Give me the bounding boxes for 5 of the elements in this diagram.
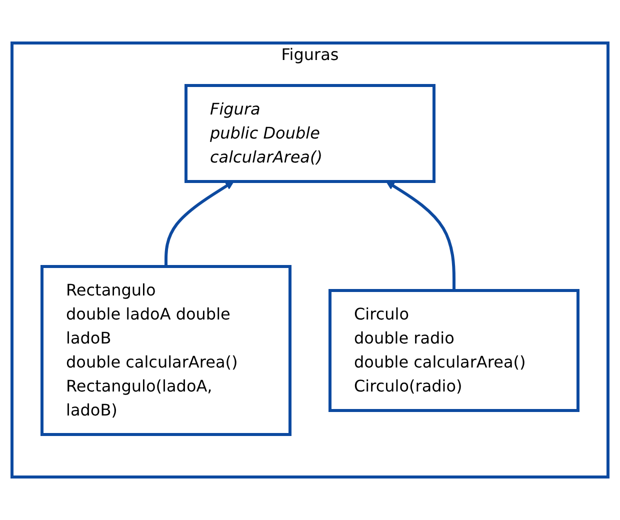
node-box: Figura public Double calcularArea() — [184, 84, 436, 183]
node-box: Rectangulo double ladoA double ladoB double calcularArea() Rectangulo(ladoA, ladoB) — [40, 265, 292, 436]
node-box: Circulo double radio double calcularArea() Circulo(radio) — [328, 289, 580, 412]
arrow — [386, 181, 456, 290]
arrow — [164, 181, 234, 266]
